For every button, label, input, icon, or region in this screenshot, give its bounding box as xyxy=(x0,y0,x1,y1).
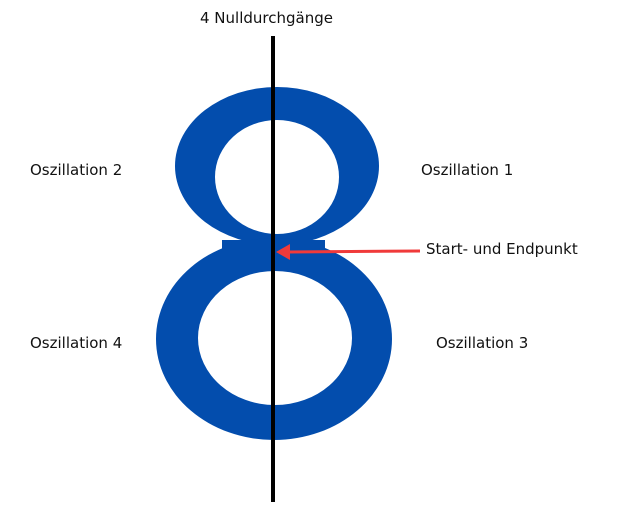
label-start-endpoint: Start- und Endpunkt xyxy=(426,240,578,258)
diagram-title: 4 Nulldurchgänge xyxy=(200,9,333,27)
arrowhead-icon xyxy=(276,244,290,260)
start-arrow xyxy=(276,244,421,260)
label-oszillation-4: Oszillation 4 xyxy=(30,334,123,352)
figure-eight-upper-loop xyxy=(175,87,379,245)
label-oszillation-1: Oszillation 1 xyxy=(421,161,514,179)
label-oszillation-2: Oszillation 2 xyxy=(30,161,123,179)
label-oszillation-3: Oszillation 3 xyxy=(436,334,529,352)
figure-eight-lower-loop xyxy=(156,238,392,440)
